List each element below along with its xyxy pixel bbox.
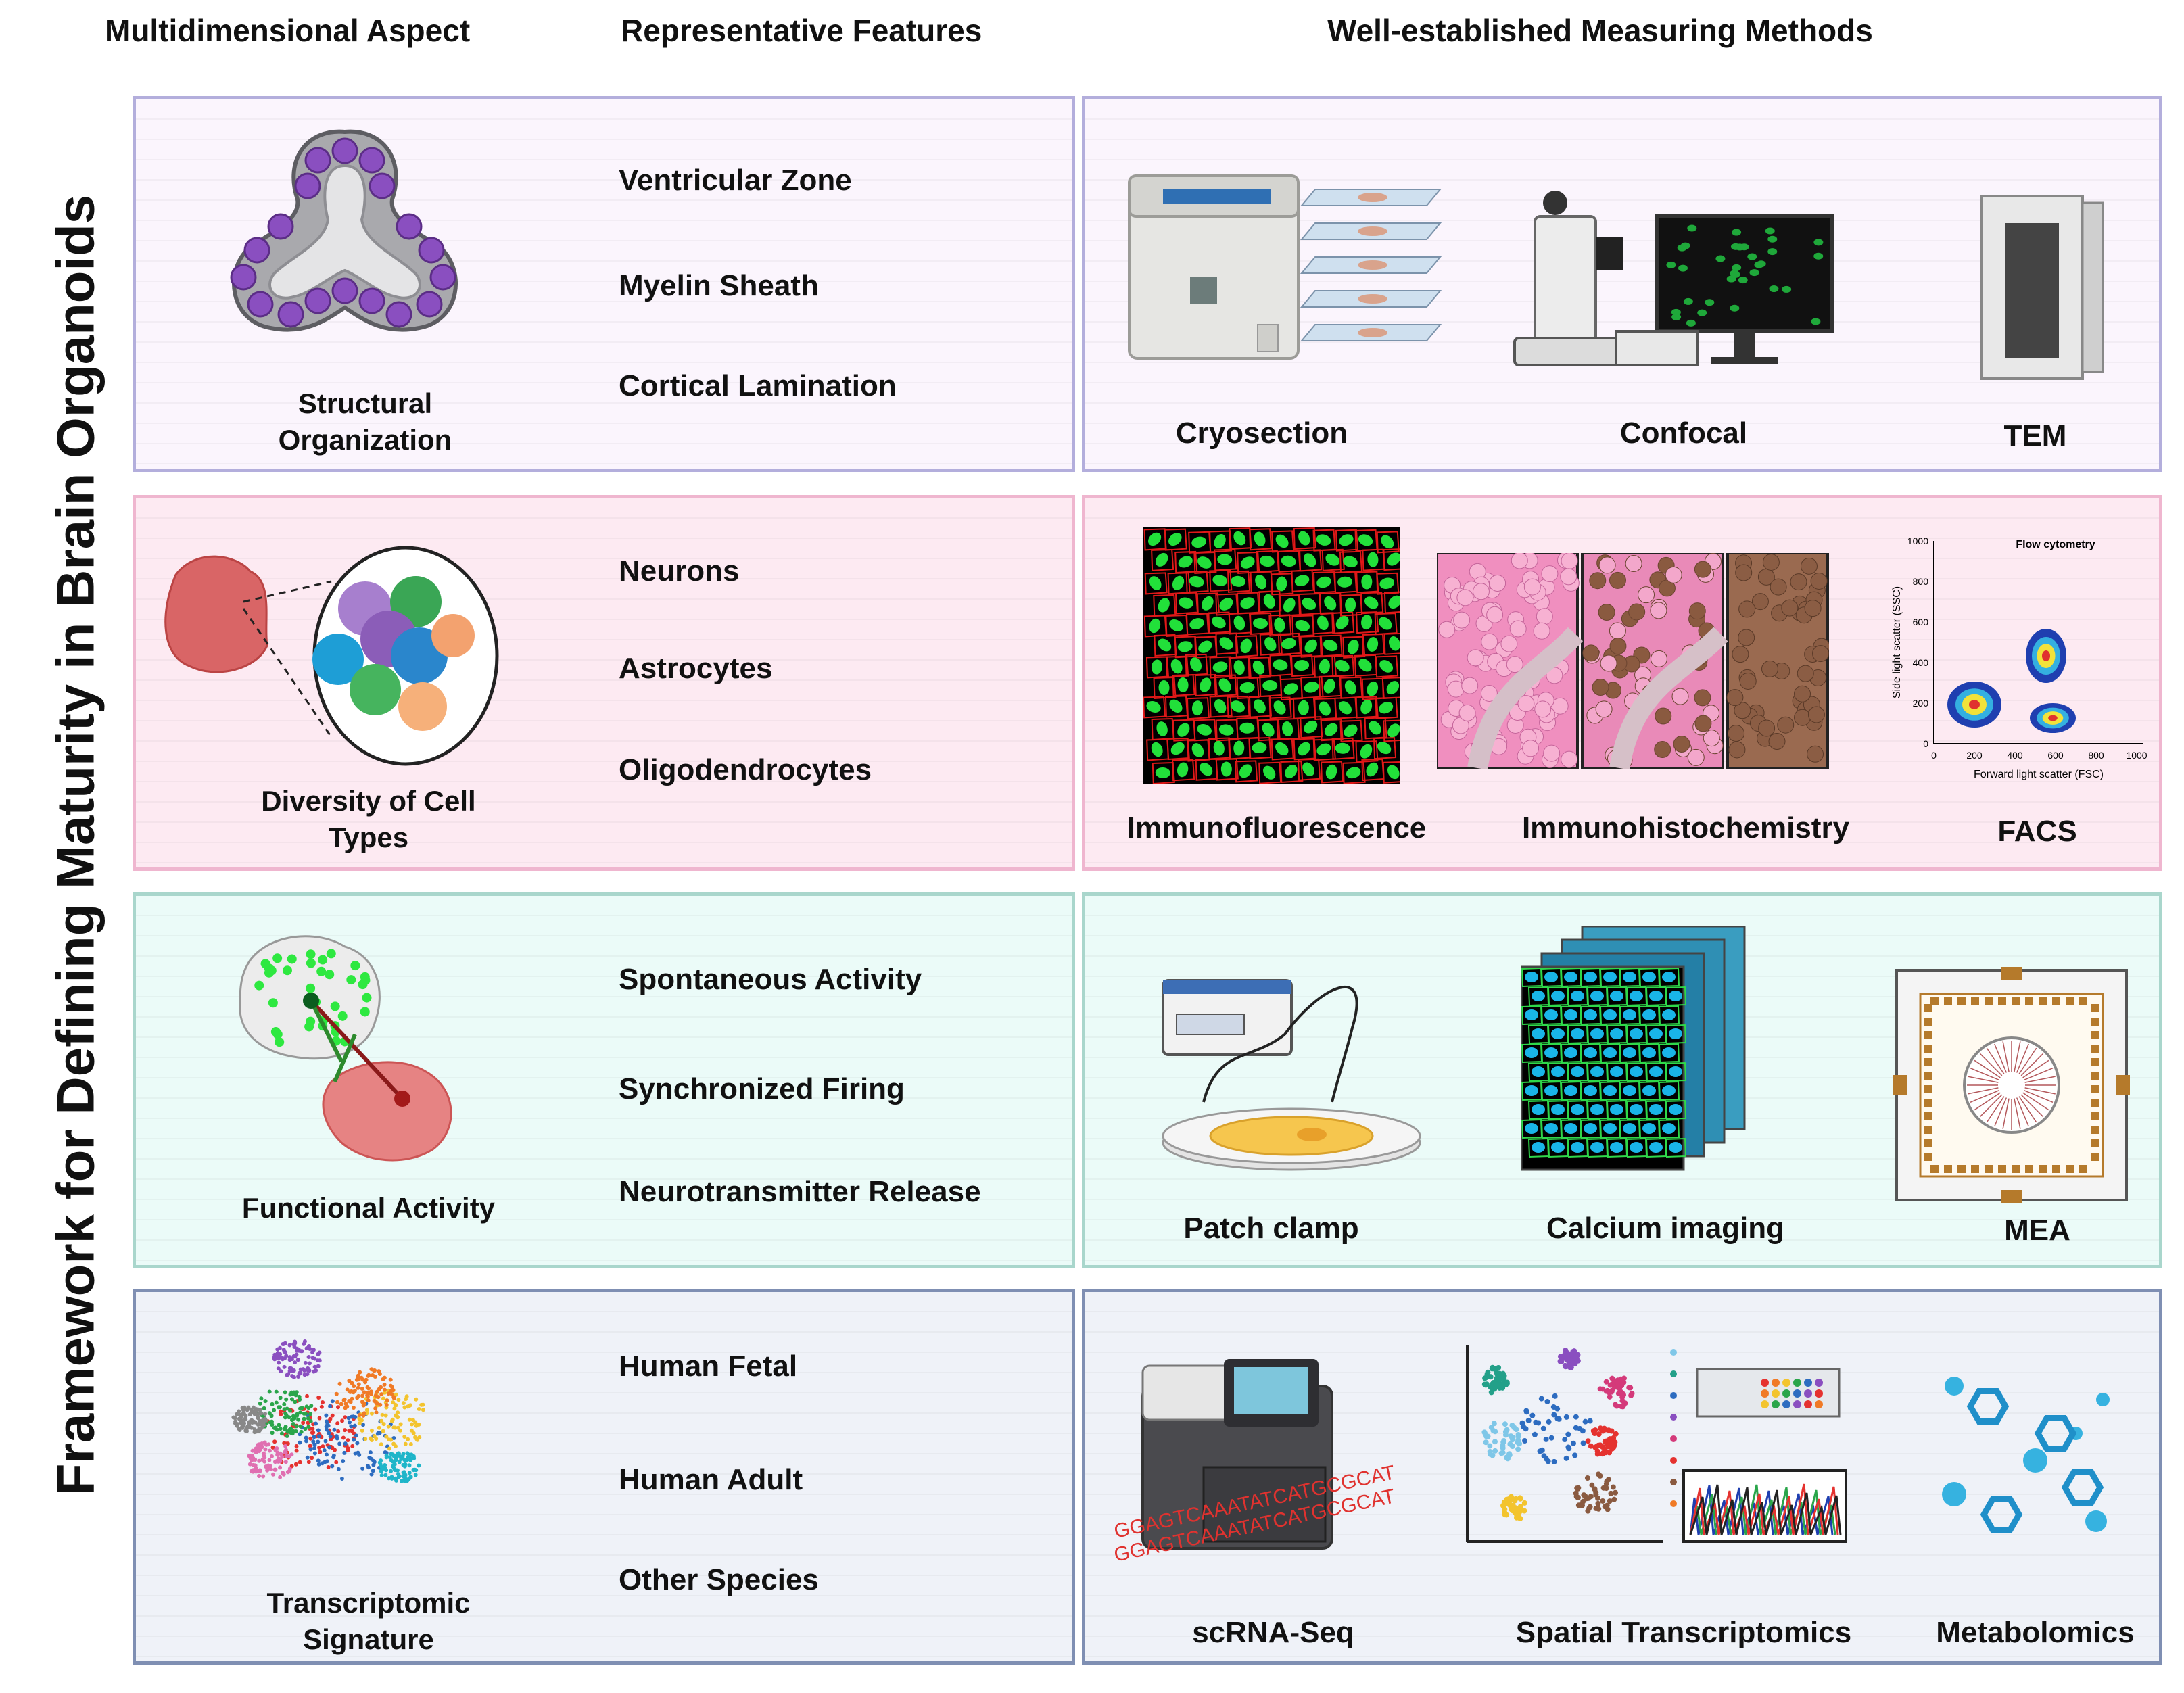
facs-xtick: 0 <box>1931 750 1937 761</box>
mea-chip-icon <box>1893 967 2130 1203</box>
header-methods: Well-established Measuring Methods <box>1327 13 1873 48</box>
method-confocal: Confocal <box>1619 416 1748 450</box>
method-scrna-seq: scRNA-Seq <box>1192 1616 1354 1649</box>
facs-xtick: 800 <box>2088 750 2104 761</box>
ventricle-cells <box>230 137 456 328</box>
metabolomics-molecules-icon <box>1942 1377 2110 1533</box>
transcriptomic-umap-icon <box>231 1339 425 1484</box>
aspect-functional: Functional Activity <box>241 1192 496 1224</box>
cryostat-icon <box>1128 174 1442 360</box>
feature-neurons: Neurons <box>619 554 740 588</box>
feature-cortical-lamination: Cortical Lamination <box>619 369 897 402</box>
method-immunohistochemistry: Immunohistochemistry <box>1521 811 1850 844</box>
aspect-structural: Structural Organization <box>278 387 452 456</box>
sequencer-icon: GGAGTCAAATATCATGCGCAT GGAGTCAAATATCATGCG… <box>1112 1359 1397 1567</box>
method-tem: TEM <box>2003 419 2067 452</box>
facs-ylabel: Side light scatter (SSC) <box>1891 586 1903 698</box>
cell-diversity-icon <box>164 546 499 766</box>
facs-xlabel: Forward light scatter (FSC) <box>1974 769 2104 780</box>
facs-xtick: 200 <box>1966 750 1983 761</box>
aspect-diversity: Diversity of Cell Types <box>261 785 476 853</box>
feature-human-fetal: Human Fetal <box>619 1350 798 1383</box>
immunohistochemistry-image <box>1437 553 1829 769</box>
header-aspect: Multidimensional Aspect <box>105 13 471 48</box>
facs-title: Flow cytometry <box>2016 539 2095 550</box>
facs-xtick: 1000 <box>2126 750 2147 761</box>
feature-oligodendrocytes: Oligodendrocytes <box>619 753 872 786</box>
facs-xtick: 400 <box>2007 750 2023 761</box>
confocal-microscope-icon <box>1513 191 1834 366</box>
tem-instrument-icon <box>1980 195 2104 380</box>
method-mea: MEA <box>2004 1214 2070 1247</box>
panel-transcriptomic-left <box>133 1289 1075 1665</box>
immunofluorescence-image <box>1143 527 1400 784</box>
ventricular-organoid-icon <box>230 129 458 332</box>
method-patch-clamp: Patch clamp <box>1183 1212 1359 1245</box>
panel-structural-left <box>133 96 1075 472</box>
facs-ytick: 800 <box>1913 576 1929 587</box>
feature-astrocytes: Astrocytes <box>619 652 773 685</box>
feature-spontaneous-activity: Spontaneous Activity <box>619 963 922 996</box>
panel-transcriptomic-right <box>1082 1289 2162 1665</box>
header-features: Representative Features <box>621 13 982 48</box>
facs-plot: Flow cytometry Forward light scatter (FS… <box>1891 535 2147 780</box>
method-calcium-imaging: Calcium imaging <box>1546 1212 1785 1245</box>
facs-ytick: 400 <box>1913 657 1929 668</box>
method-cryosection: Cryosection <box>1175 416 1348 450</box>
facs-ytick: 600 <box>1913 617 1929 627</box>
facs-xtick: 600 <box>2047 750 2064 761</box>
feature-other-species: Other Species <box>619 1563 819 1596</box>
method-spatial-transcriptomics: Spatial Transcriptomics <box>1515 1616 1852 1649</box>
facs-ytick: 1000 <box>1907 535 1928 546</box>
facs-ytick: 200 <box>1913 698 1929 709</box>
feature-synchronized-firing: Synchronized Firing <box>619 1072 905 1105</box>
functional-activity-icon <box>239 935 452 1162</box>
feature-human-adult: Human Adult <box>619 1463 803 1496</box>
patch-clamp-icon <box>1162 979 1421 1171</box>
feature-ventricular-zone: Ventricular Zone <box>619 164 852 197</box>
feature-myelin-sheath: Myelin Sheath <box>619 269 819 302</box>
panel-diversity-left <box>133 495 1075 871</box>
side-title: Framework for Defining Maturity in Brain… <box>45 194 105 1496</box>
method-facs: FACS <box>1997 815 2077 848</box>
feature-neurotransmitter-release: Neurotransmitter Release <box>619 1175 981 1208</box>
calcium-imaging-stack <box>1521 926 1746 1171</box>
method-immunofluorescence: Immunofluorescence <box>1126 811 1427 844</box>
aspect-transcriptomic: Transcriptomic Signature <box>266 1587 471 1655</box>
spatial-transcriptomics-icon <box>1466 1345 1847 1543</box>
facs-ytick: 0 <box>1923 738 1928 749</box>
method-metabolomics: Metabolomics <box>1936 1616 2135 1649</box>
